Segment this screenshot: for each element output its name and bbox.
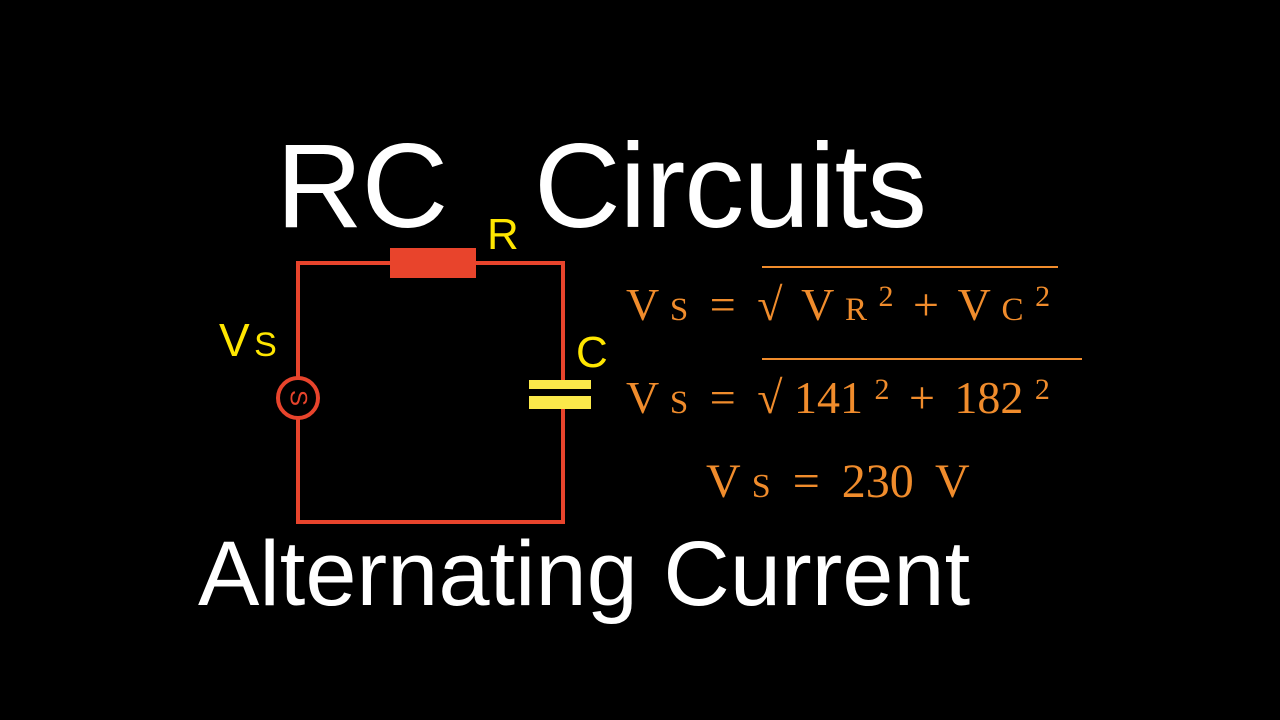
eq3: V S = 230 V bbox=[706, 455, 970, 508]
eq1-t2-exp: 2 bbox=[1035, 280, 1050, 313]
eq2-lhs-main: V bbox=[626, 372, 659, 423]
source-label-sub: S bbox=[254, 326, 277, 364]
circuit-wire-left bbox=[296, 261, 390, 380]
subtitle: Alternating Current bbox=[198, 523, 971, 625]
ac-source bbox=[276, 376, 320, 420]
eq1-lhs-sub: S bbox=[670, 292, 688, 328]
eq1-plus: + bbox=[913, 279, 939, 330]
eq1-t1-exp: 2 bbox=[879, 280, 894, 313]
eq3-lhs-main: V bbox=[706, 455, 741, 508]
eq2-t1-exp: 2 bbox=[874, 373, 889, 406]
circuit-wire-top-right bbox=[476, 261, 565, 380]
capacitor-plate-bottom bbox=[529, 396, 591, 409]
eq2-t2-exp: 2 bbox=[1035, 373, 1050, 406]
title-part-rc: RC bbox=[276, 119, 448, 253]
eq1-t2-sub: C bbox=[1002, 292, 1024, 328]
eq2-t1: 141 bbox=[794, 372, 863, 423]
eq1-equals: = bbox=[710, 279, 736, 330]
resistor-label: R bbox=[487, 210, 519, 259]
eq3-equals: = bbox=[793, 455, 820, 508]
eq2-t2: 182 bbox=[954, 372, 1023, 423]
resistor bbox=[390, 248, 476, 278]
eq2-root: √ bbox=[757, 372, 783, 423]
eq3-lhs-sub: S bbox=[752, 468, 771, 505]
circuit-wire-right-bottom bbox=[296, 408, 565, 524]
capacitor-label: C bbox=[576, 328, 608, 377]
eq2-plus: + bbox=[909, 372, 935, 423]
eq2-lhs-sub: S bbox=[670, 385, 688, 421]
eq1-lhs-main: V bbox=[626, 279, 659, 330]
eq2-equals: = bbox=[710, 372, 736, 423]
source-label: V S bbox=[219, 314, 277, 366]
capacitor-plate-top bbox=[529, 380, 591, 389]
eq1-t1-sub: R bbox=[845, 292, 867, 328]
eq1-t1-main: V bbox=[801, 279, 834, 330]
title-part-circuits: Circuits bbox=[534, 119, 927, 253]
source-label-main: V bbox=[219, 314, 250, 366]
eq3-unit: V bbox=[935, 455, 970, 508]
ac-source-symbol: S bbox=[285, 390, 312, 406]
eq1-root: √ bbox=[757, 279, 783, 330]
eq3-value: 230 bbox=[842, 455, 914, 508]
eq2: V S = √ 141 2 + 182 2 bbox=[626, 358, 1050, 423]
eq1-t2-main: V bbox=[958, 279, 991, 330]
eq1: V S = √ V R 2 + V C 2 bbox=[626, 265, 1050, 330]
